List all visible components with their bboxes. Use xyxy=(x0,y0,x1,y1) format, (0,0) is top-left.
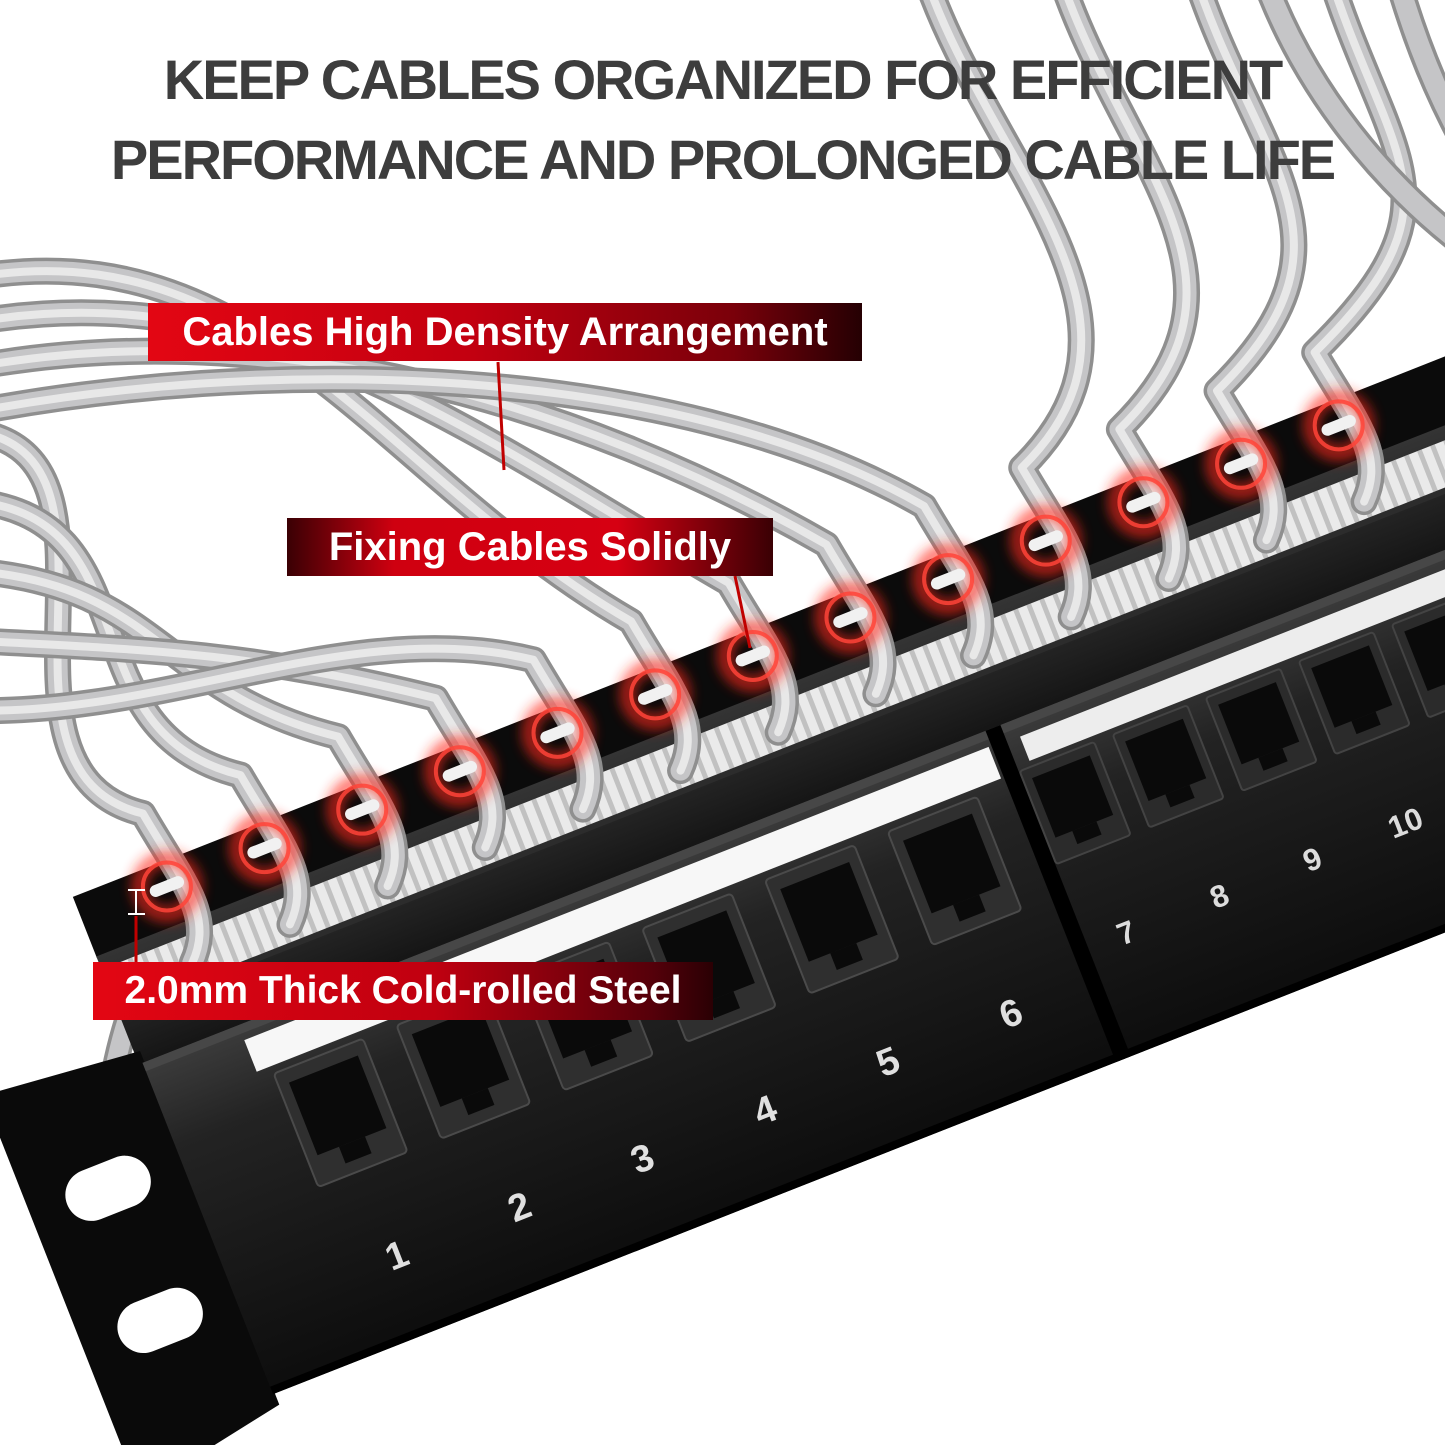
keystone-port xyxy=(1205,668,1317,792)
glow-ring xyxy=(719,622,787,690)
glow-ring xyxy=(524,699,591,767)
headline: KEEP CABLES ORGANIZED FOR EFFICIENT PERF… xyxy=(0,40,1445,199)
tie-glows xyxy=(133,391,1373,921)
glow-ring xyxy=(1207,430,1275,498)
top-bevel xyxy=(142,461,1445,1072)
callout-fixing-cables: Fixing Cables Solidly xyxy=(287,518,773,576)
glow-ring xyxy=(1305,391,1373,459)
cable-tie xyxy=(833,607,868,628)
cable xyxy=(0,628,506,862)
cable-tie xyxy=(930,568,966,590)
keystone-port xyxy=(1019,741,1131,865)
headline-line-2: PERFORMANCE AND PROLONGED CABLE LIFE xyxy=(110,127,1336,191)
headline-line-1: KEEP CABLES ORGANIZED FOR EFFICIENT xyxy=(163,48,1283,111)
keystone-port xyxy=(1298,631,1410,755)
cable-tie xyxy=(1028,530,1063,552)
glow-ring-core xyxy=(726,629,779,682)
cable-stroke xyxy=(1310,0,1408,506)
bottom-edge xyxy=(270,785,1445,1395)
glow-ring-core xyxy=(238,822,291,875)
glow-ring xyxy=(328,776,396,844)
glow-ring xyxy=(231,814,299,882)
keystone-port xyxy=(887,796,1022,946)
cable-tie xyxy=(345,799,380,821)
cable-tie xyxy=(1126,491,1161,513)
cable-stroke xyxy=(0,637,497,852)
label-strip-right xyxy=(1020,480,1445,761)
glow-ring-core xyxy=(824,591,877,644)
keystone-port xyxy=(396,990,531,1139)
glow-ring xyxy=(621,660,689,728)
keystone-port xyxy=(765,845,899,994)
glow-ring xyxy=(816,584,884,652)
callout-steel-thickness-label: 2.0mm Thick Cold-rolled Steel xyxy=(124,969,682,1012)
glow-ring-core xyxy=(1312,399,1365,452)
glow-ring xyxy=(133,853,201,921)
glow-ring-core xyxy=(1215,437,1268,490)
cable-tie xyxy=(247,837,282,859)
glow-ring-core xyxy=(1019,514,1072,567)
glow-ring-core xyxy=(336,783,389,836)
leader-line-fixing xyxy=(733,575,752,649)
mounting-ear xyxy=(0,1051,280,1445)
callout-fixing-cables-label: Fixing Cables Solidly xyxy=(328,524,732,569)
leader-line-high-density xyxy=(496,361,506,471)
cable-tie xyxy=(540,722,575,744)
cable xyxy=(0,560,409,900)
glow-ring-core xyxy=(531,706,584,759)
glow-ring-core xyxy=(140,860,193,913)
cable-tie xyxy=(1223,453,1259,475)
panel-seam xyxy=(985,725,1131,1063)
callout-high-density-label: Cables High Density Arrangement xyxy=(182,309,828,354)
cable xyxy=(1301,0,1418,516)
cable-tie xyxy=(149,876,185,897)
keystone-port xyxy=(273,1038,408,1187)
mounting-hole xyxy=(65,1155,151,1221)
cable-tie xyxy=(1321,414,1356,436)
cable-stroke xyxy=(0,569,399,890)
glow-ring xyxy=(426,737,494,805)
corner-cables xyxy=(1258,0,1445,248)
thickness-mark xyxy=(128,889,145,915)
cable-tie xyxy=(637,683,673,705)
glow-ring xyxy=(1012,507,1080,575)
glow-ring xyxy=(1109,468,1177,536)
shelf-edge xyxy=(117,409,1445,1017)
glow-ring xyxy=(914,545,982,613)
cable-tie xyxy=(442,760,478,782)
glow-ring-core xyxy=(1117,476,1170,529)
glow-ring-core xyxy=(922,553,975,606)
callout-high-density: Cables High Density Arrangement xyxy=(148,303,862,361)
cable-tie xyxy=(735,645,770,667)
mounting-hole xyxy=(117,1287,203,1353)
glow-ring-core xyxy=(433,745,486,798)
keystone-port xyxy=(1112,705,1224,828)
callout-steel-thickness: 2.0mm Thick Cold-rolled Steel xyxy=(93,962,713,1020)
glow-ring-core xyxy=(629,668,682,721)
